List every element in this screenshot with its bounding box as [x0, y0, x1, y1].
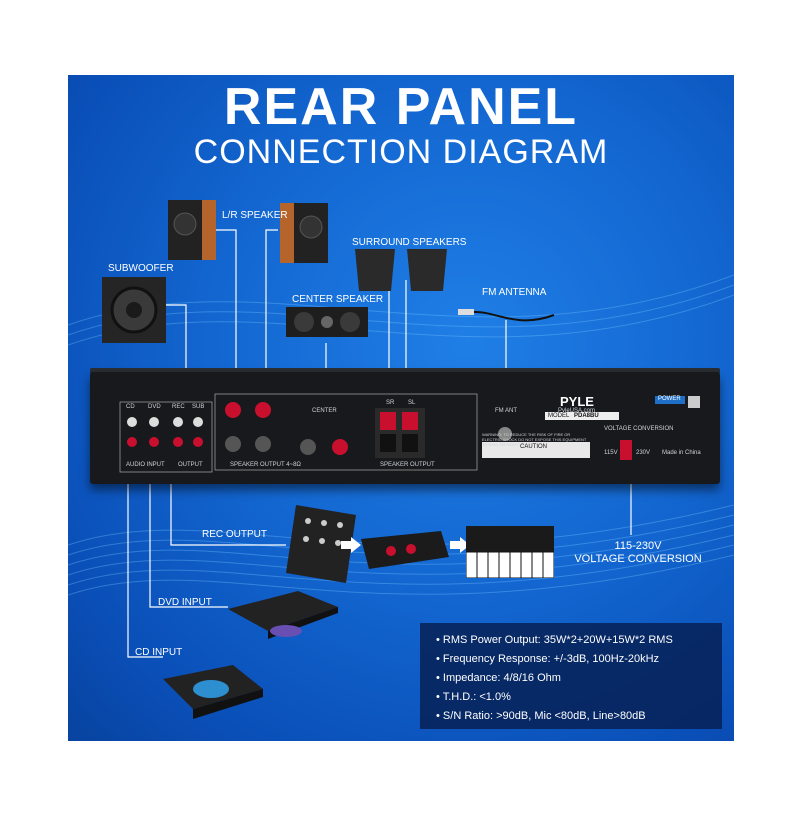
- cd-player-icon: [163, 665, 263, 719]
- diagram-panel: REAR PANEL CONNECTION DIAGRAM L/R SPEAKE…: [68, 75, 734, 741]
- spec-impedance: Impedance: 4/8/16 Ohm: [436, 669, 722, 688]
- label-surround-speakers: SURROUND SPEAKERS: [352, 237, 467, 248]
- spec-thd: T.H.D.: <1.0%: [436, 688, 722, 707]
- spec-frequency-response: Frequency Response: +/-3dB, 100Hz-20kHz: [436, 650, 722, 669]
- sl-label: SL: [408, 400, 416, 406]
- spec-rms-power: RMS Power Output: 35W*2+20W+15W*2 RMS: [436, 631, 722, 650]
- spec-snr: S/N Ratio: >90dB, Mic <80dB, Line>80dB: [436, 707, 722, 726]
- voltage-conversion-small: VOLTAGE CONVERSION: [604, 426, 674, 432]
- brand-url: PyleUSA.com: [558, 408, 596, 414]
- output-label: OUTPUT: [178, 462, 203, 468]
- specs-box: RMS Power Output: 35W*2+20W+15W*2 RMS Fr…: [420, 623, 722, 729]
- sr-label: SR: [386, 400, 395, 406]
- surround-speakers-icon: [355, 249, 447, 291]
- specs-list: RMS Power Output: 35W*2+20W+15W*2 RMS Fr…: [420, 623, 722, 726]
- voltage-230-label: 230V: [636, 450, 651, 456]
- dvd-player-icon: [228, 591, 338, 639]
- center-label: CENTER: [312, 408, 337, 414]
- jack-label-sub: SUB: [192, 404, 205, 410]
- speaker-output-label: SPEAKER OUTPUT 4~8Ω: [230, 462, 301, 468]
- warning-text: WARNING: TO REDUCE THE RISK OF FIRE OR E…: [482, 432, 587, 447]
- arrow-right-icon: [341, 537, 361, 553]
- label-cd-input: CD INPUT: [135, 647, 183, 658]
- voltage-range: 115-230V: [614, 540, 662, 552]
- amplifier-jacks: [119, 393, 700, 473]
- speaker-output-label-2: SPEAKER OUTPUT: [380, 462, 435, 468]
- fm-antenna-icon: [458, 309, 555, 322]
- audio-interface-icon: [361, 531, 449, 569]
- caution-label: CAUTION: [520, 444, 547, 450]
- fm-ant-label: FM ANT: [495, 408, 517, 414]
- arrow-right-icon-2: [450, 537, 470, 553]
- jack-label-rec: REC: [172, 404, 185, 410]
- label-fm-antenna: FM ANTENNA: [482, 287, 547, 298]
- amplifier-rear-panel: CD DVD REC SUB AUDIO INPUT OUTPUT SPEAKE…: [90, 372, 720, 484]
- voltage-conversion-label: 115-230V VOLTAGE CONVERSION: [568, 540, 708, 566]
- made-in-label: Made in China: [662, 450, 701, 456]
- right-speaker-icon: [280, 203, 328, 263]
- label-dvd-input: DVD INPUT: [158, 597, 212, 608]
- jack-label-cd: CD: [126, 404, 135, 410]
- brand-logo: PYLE: [560, 394, 594, 409]
- power-label: POWER: [658, 396, 681, 402]
- page-title: REAR PANEL: [223, 78, 579, 136]
- label-center-speaker: CENTER SPEAKER: [292, 294, 384, 305]
- label-subwoofer: SUBWOOFER: [108, 263, 174, 274]
- page-subtitle: CONNECTION DIAGRAM: [193, 133, 609, 171]
- left-speaker-icon: [168, 200, 216, 260]
- center-speaker-icon: [286, 307, 368, 337]
- voltage-115-label: 115V: [604, 450, 618, 456]
- voltage-conversion-text: VOLTAGE CONVERSION: [574, 553, 702, 565]
- label-rec-output: REC OUTPUT: [202, 529, 267, 540]
- model-label: MODEL: [548, 413, 570, 419]
- jack-label-dvd: DVD: [148, 404, 161, 410]
- amplifier-top: [90, 368, 720, 374]
- subwoofer-icon: [102, 277, 166, 343]
- label-lr-speaker: L/R SPEAKER: [222, 210, 288, 221]
- synthesizer-icon: [466, 526, 554, 578]
- mixer-icon: [286, 505, 356, 583]
- audio-input-label: AUDIO INPUT: [126, 462, 165, 468]
- model-number: PDA8BU: [574, 413, 599, 419]
